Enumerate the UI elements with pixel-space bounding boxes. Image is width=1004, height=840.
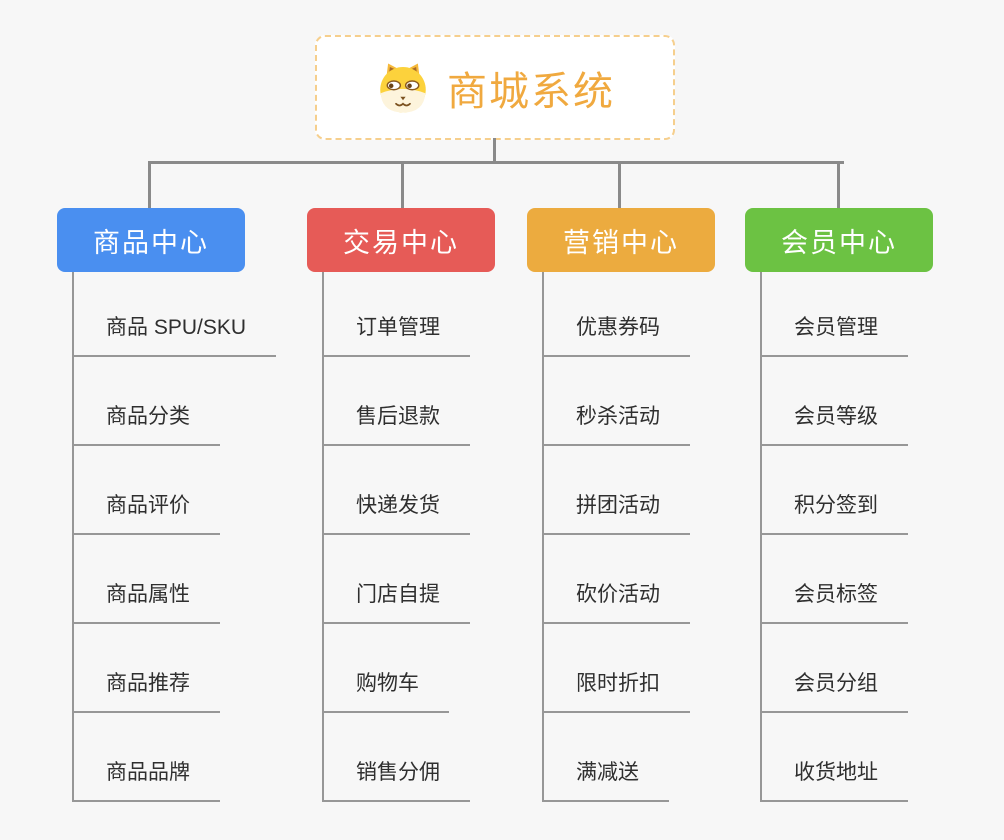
- connector-drop-4: [837, 161, 840, 209]
- topic-item[interactable]: 快递发货: [322, 491, 470, 535]
- topic-item[interactable]: 会员管理: [760, 313, 908, 357]
- topic-item[interactable]: 限时折扣: [542, 669, 690, 713]
- topic-item[interactable]: 商品分类: [72, 402, 220, 446]
- branch-spine-line: [72, 272, 74, 802]
- topic-item[interactable]: 商品属性: [72, 580, 220, 624]
- branch-2: 交易中心 订单管理售后退款快递发货门店自提购物车销售分佣: [307, 208, 495, 802]
- root-topic-label: 商城系统: [447, 69, 615, 114]
- topic-item[interactable]: 订单管理: [322, 313, 470, 357]
- branch-spine-line: [322, 272, 324, 802]
- topic-item[interactable]: 会员标签: [760, 580, 908, 624]
- branch-spine-line: [542, 272, 544, 802]
- topic-item[interactable]: 商品 SPU/SKU: [72, 313, 277, 357]
- connector-root-stub: [493, 138, 496, 163]
- branch-header-4[interactable]: 会员中心: [745, 208, 933, 272]
- branch-spine-line: [760, 272, 762, 802]
- topic-item[interactable]: 积分签到: [760, 491, 908, 535]
- branch-header-2[interactable]: 交易中心: [307, 208, 495, 272]
- connector-drop-2: [401, 161, 404, 209]
- connector-drop-1: [148, 161, 151, 209]
- dog-face-icon: [380, 63, 426, 112]
- branch-4: 会员中心 会员管理会员等级积分签到会员标签会员分组收货地址: [745, 208, 933, 802]
- topic-item[interactable]: 优惠券码: [542, 313, 690, 357]
- branch-header-1[interactable]: 商品中心: [57, 208, 245, 272]
- topic-item[interactable]: 秒杀活动: [542, 402, 690, 446]
- topic-item[interactable]: 满减送: [542, 758, 669, 802]
- topic-item[interactable]: 售后退款: [322, 402, 470, 446]
- branch-3: 营销中心 优惠券码秒杀活动拼团活动砍价活动限时折扣满减送: [527, 208, 715, 802]
- topic-item[interactable]: 销售分佣: [322, 758, 470, 802]
- connector-drop-3: [618, 161, 621, 209]
- topic-item[interactable]: 门店自提: [322, 580, 470, 624]
- topic-item[interactable]: 商品评价: [72, 491, 220, 535]
- branch-1: 商品中心 商品 SPU/SKU 商品分类商品评价商品属性商品推荐商品品牌: [57, 208, 277, 802]
- topic-item[interactable]: 商品推荐: [72, 669, 220, 713]
- topic-item[interactable]: 砍价活动: [542, 580, 690, 624]
- topic-item[interactable]: 会员等级: [760, 402, 908, 446]
- branch-header-3[interactable]: 营销中心: [527, 208, 715, 272]
- topic-item[interactable]: 收货地址: [760, 758, 908, 802]
- topic-item[interactable]: 拼团活动: [542, 491, 690, 535]
- topic-item[interactable]: 会员分组: [760, 669, 908, 713]
- topic-item[interactable]: 购物车: [322, 669, 449, 713]
- topic-item[interactable]: 商品品牌: [72, 758, 220, 802]
- root-topic[interactable]: 商城系统: [315, 35, 675, 140]
- connector-horizontal: [148, 161, 844, 164]
